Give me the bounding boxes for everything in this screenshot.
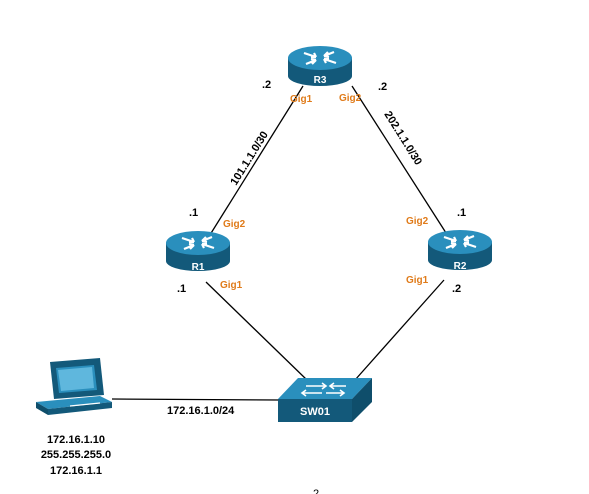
- subnet-lan-label: 172.16.1.0/24: [167, 405, 235, 417]
- r2-gig2-port-label: Gig2: [406, 216, 429, 227]
- r1-gig2-host-label: .1: [189, 207, 198, 219]
- r3-gig2-host-label: .2: [378, 81, 387, 93]
- router-r2-label: R2: [454, 261, 467, 272]
- r2-gig1-port-label: Gig1: [406, 275, 429, 286]
- router-r1[interactable]: R1: [166, 231, 230, 273]
- r3-gig1-port-label: Gig1: [290, 94, 313, 105]
- subnet-r1-r3-label: 101.1.1.0/30: [228, 129, 271, 187]
- link-pc-sw: [111, 398, 281, 401]
- switch-sw01-label: SW01: [300, 406, 330, 418]
- r3-gig1-host-label: .2: [262, 79, 271, 91]
- link-r1-r3: [207, 85, 304, 239]
- page-marker: 2: [313, 488, 319, 494]
- r1-gig2-port-label: Gig2: [223, 219, 246, 230]
- r2-gig2-host-label: .1: [457, 207, 466, 219]
- r1-gig1-port-label: Gig1: [220, 280, 243, 291]
- switch-arrows-icon: [300, 382, 346, 397]
- r3-gig2-port-label: Gig2: [339, 93, 362, 104]
- link-r3-r2: [351, 85, 449, 237]
- router-r3-label: R3: [314, 75, 327, 86]
- r1-gig1-host-label: .1: [177, 283, 186, 295]
- pc-default-gateway: 172.16.1.1: [50, 465, 102, 477]
- pc-ip-address: 172.16.1.10: [47, 434, 105, 446]
- router-arrows-icon: [303, 50, 337, 66]
- router-arrows-icon: [443, 234, 477, 250]
- router-r1-label: R1: [192, 262, 205, 273]
- router-r3[interactable]: R3: [288, 46, 352, 86]
- link-r1-sw: [205, 281, 308, 381]
- router-r2[interactable]: R2: [428, 230, 492, 272]
- switch-sw01[interactable]: SW01: [278, 378, 372, 422]
- link-r2-sw: [354, 279, 445, 381]
- r2-gig1-host-label: .2: [452, 283, 461, 295]
- pc-subnet-mask: 255.255.255.0: [41, 449, 111, 461]
- router-arrows-icon: [181, 235, 215, 251]
- pc-icon[interactable]: [36, 358, 112, 415]
- subnet-r3-r2-label: 202.1.1.0/30: [381, 109, 424, 167]
